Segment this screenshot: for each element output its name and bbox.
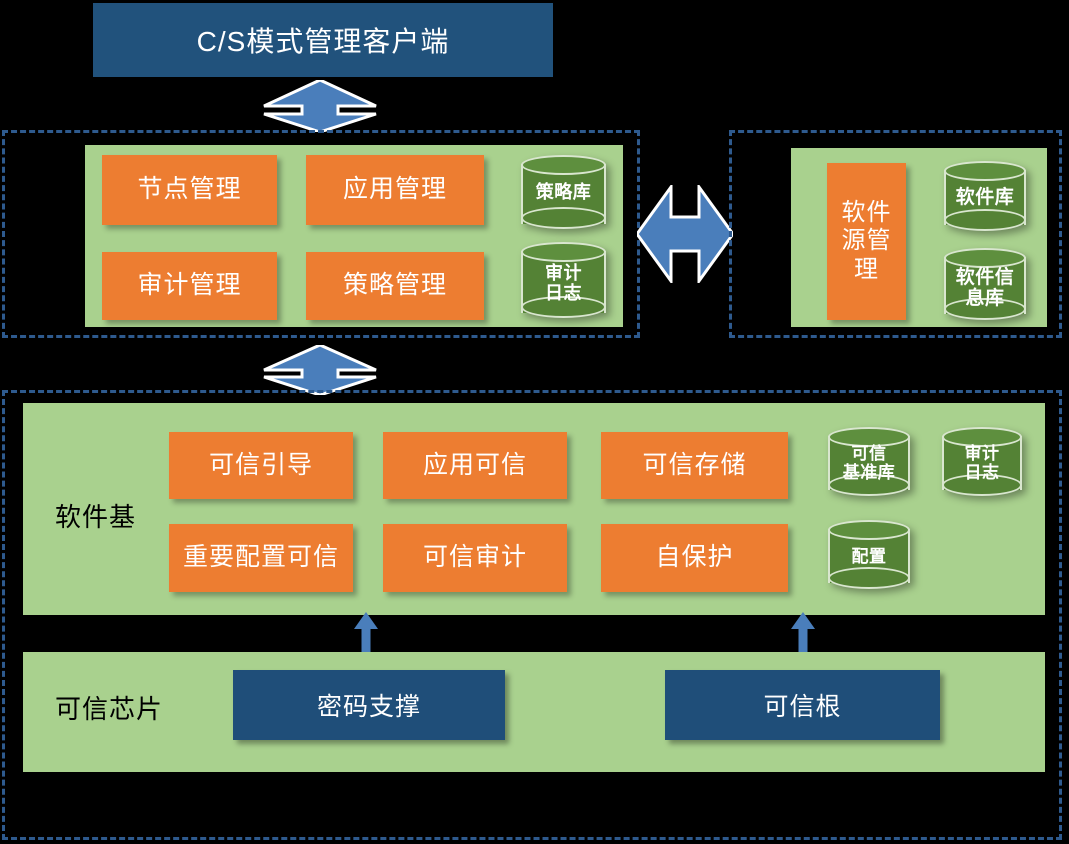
trust-root-box[interactable]: 可信根: [665, 670, 940, 740]
audit-log-line1: 审计: [545, 263, 582, 283]
audit-management-label: 审计管理: [137, 271, 242, 300]
self-protection-box[interactable]: 自保护: [601, 524, 788, 592]
policy-management-box[interactable]: 策略管理: [306, 252, 484, 320]
audit-log-line2: 日志: [545, 282, 582, 303]
software-base-section-text: 软件基: [55, 501, 137, 532]
software-info-library-line1: 软件信: [955, 267, 1015, 288]
software-library-cylinder[interactable]: 软件库: [944, 161, 1026, 234]
software-source-management-line2: 源管: [841, 227, 892, 255]
management-to-software-base-arrow: [262, 343, 378, 397]
software-source-management-line3: 理: [854, 255, 879, 283]
software-base-audit-log-line2: 日志: [964, 462, 1000, 482]
trust-root-label: 可信根: [763, 693, 842, 721]
trusted-boot-label: 可信引导: [208, 450, 313, 479]
software-base-audit-log-cylinder[interactable]: 审计 日志: [942, 427, 1022, 499]
software-source-zone: [729, 130, 1062, 338]
trusted-audit-label: 可信审计: [422, 543, 527, 572]
audit-management-box[interactable]: 审计管理: [102, 252, 277, 320]
configuration-cylinder[interactable]: 配置: [828, 520, 910, 592]
trusted-platform-zone: [2, 390, 1062, 840]
software-info-library-line2: 息库: [965, 287, 1005, 309]
trusted-chip-section-label: 可信芯片: [55, 687, 235, 727]
node-management-label: 节点管理: [137, 175, 242, 204]
software-library-label: 软件库: [955, 187, 1015, 208]
trusted-chip-section-text: 可信芯片: [55, 693, 164, 724]
self-protection-label: 自保护: [655, 543, 734, 572]
software-source-management-box[interactable]: 软件 源管 理: [827, 163, 906, 320]
software-base-audit-log-line1: 审计: [964, 444, 1000, 463]
app-management-box[interactable]: 应用管理: [306, 155, 484, 225]
trusted-boot-box[interactable]: 可信引导: [169, 432, 353, 499]
audit-log-cylinder[interactable]: 审计 日志: [521, 242, 606, 324]
client-to-management-arrow: [262, 78, 378, 134]
management-to-software-source-arrow: [635, 182, 735, 286]
trusted-baseline-cylinder[interactable]: 可信 基准库: [828, 427, 910, 499]
software-source-management-line1: 软件: [841, 199, 892, 227]
application-trust-box[interactable]: 应用可信: [383, 432, 567, 499]
policy-management-label: 策略管理: [342, 271, 447, 300]
crypto-support-box[interactable]: 密码支撑: [233, 670, 505, 740]
software-base-section-label: 软件基: [55, 495, 195, 535]
client-title-banner: C/S模式管理客户端: [93, 3, 553, 77]
trusted-baseline-line2: 基准库: [842, 462, 896, 482]
client-title-label: C/S模式管理客户端: [196, 26, 450, 57]
software-info-library-cylinder[interactable]: 软件信 息库: [944, 248, 1026, 324]
policy-database-cylinder[interactable]: 策略库: [521, 155, 606, 233]
node-management-box[interactable]: 节点管理: [102, 155, 277, 225]
critical-config-trust-box[interactable]: 重要配置可信: [169, 524, 353, 592]
policy-database-label: 策略库: [535, 182, 592, 202]
crypto-support-label: 密码支撑: [316, 693, 421, 721]
app-management-label: 应用管理: [342, 175, 447, 204]
trusted-storage-box[interactable]: 可信存储: [601, 432, 788, 499]
configuration-label: 配置: [851, 547, 887, 566]
application-trust-label: 应用可信: [422, 450, 527, 479]
critical-config-trust-label: 重要配置可信: [182, 543, 339, 572]
trusted-baseline-line1: 可信: [851, 444, 887, 463]
trusted-audit-box[interactable]: 可信审计: [383, 524, 567, 592]
trusted-storage-label: 可信存储: [642, 450, 747, 479]
